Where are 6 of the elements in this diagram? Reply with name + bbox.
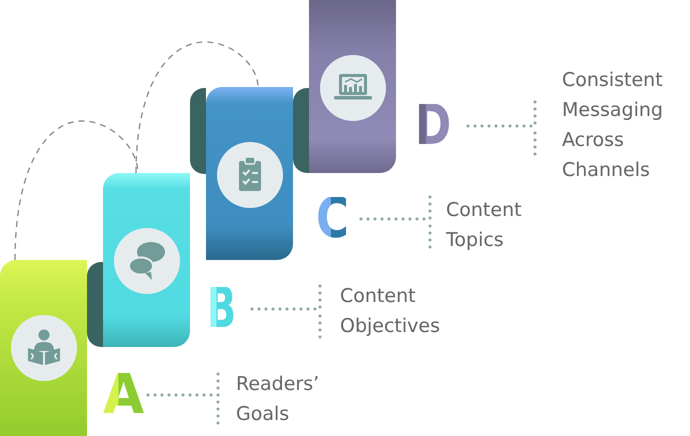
step-label: Content Objectives bbox=[340, 281, 440, 341]
dashed-arc bbox=[14, 120, 139, 260]
step-label: Consistent Messaging Across Channels bbox=[562, 65, 663, 185]
step-label: Content Topics bbox=[446, 195, 522, 255]
dashed-arc bbox=[135, 41, 259, 174]
step-label: Readers’ Goals bbox=[236, 369, 320, 429]
